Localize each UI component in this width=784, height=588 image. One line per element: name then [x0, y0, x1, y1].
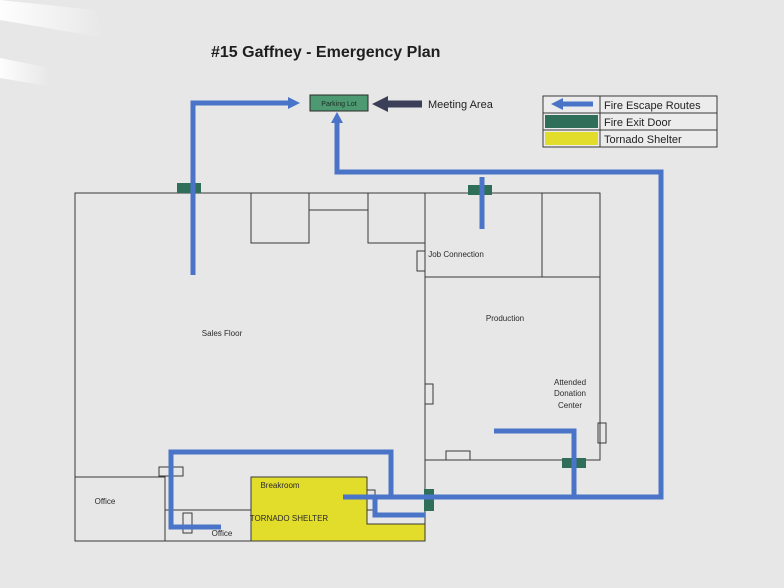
parking-lot-box	[309, 94, 369, 112]
arrowhead-icon	[288, 97, 300, 109]
route-into-shelter	[372, 497, 425, 518]
room-label-attended: Attended	[554, 378, 586, 387]
arrowhead-icon	[331, 112, 343, 123]
fire-exit-door-top-left	[177, 183, 201, 193]
room-label-tornado-shelter: TORNADO SHELTER	[250, 514, 329, 523]
room-label-office-left: Office	[95, 497, 116, 506]
route-sales-to-parking	[190, 100, 290, 275]
tornado-shelter-area	[250, 476, 426, 542]
room-label-breakroom: Breakroom	[260, 481, 299, 490]
room-label-sales-floor: Sales Floor	[202, 329, 243, 338]
legend-label-fire-exit-door: Fire Exit Door	[604, 117, 672, 129]
room-label-production: Production	[486, 314, 524, 323]
blue-arrow-icon	[551, 98, 593, 110]
parking-lot-label: Parking Lot	[321, 101, 356, 108]
exit-door-swatch	[545, 115, 598, 128]
glare-reflection	[0, 0, 105, 38]
room-label-office-small: Office	[212, 529, 233, 538]
page-title: #15 Gaffney - Emergency Plan	[211, 44, 440, 61]
route-arrowheads	[288, 97, 343, 123]
route-offices-to-shelter	[168, 449, 394, 530]
room-label-center: Center	[558, 401, 582, 410]
fire-escape-routes	[168, 100, 664, 530]
route-main-loop	[334, 122, 664, 500]
route-production-to-loop	[494, 428, 577, 497]
legend: Fire Escape Routes Fire Exit Door Tornad…	[542, 95, 718, 148]
room-label-job-connection: Job Connection	[428, 250, 484, 259]
dark-arrow-icon	[372, 96, 422, 112]
room-label-donation: Donation	[554, 389, 586, 398]
meeting-area-label: Meeting Area	[428, 99, 494, 111]
tornado-shelter-swatch	[545, 132, 598, 145]
glare-reflection	[0, 58, 50, 86]
fire-exit-door-shelter	[424, 489, 434, 511]
legend-label-fire-escape-routes: Fire Escape Routes	[604, 100, 701, 112]
legend-label-tornado-shelter: Tornado Shelter	[604, 134, 682, 146]
